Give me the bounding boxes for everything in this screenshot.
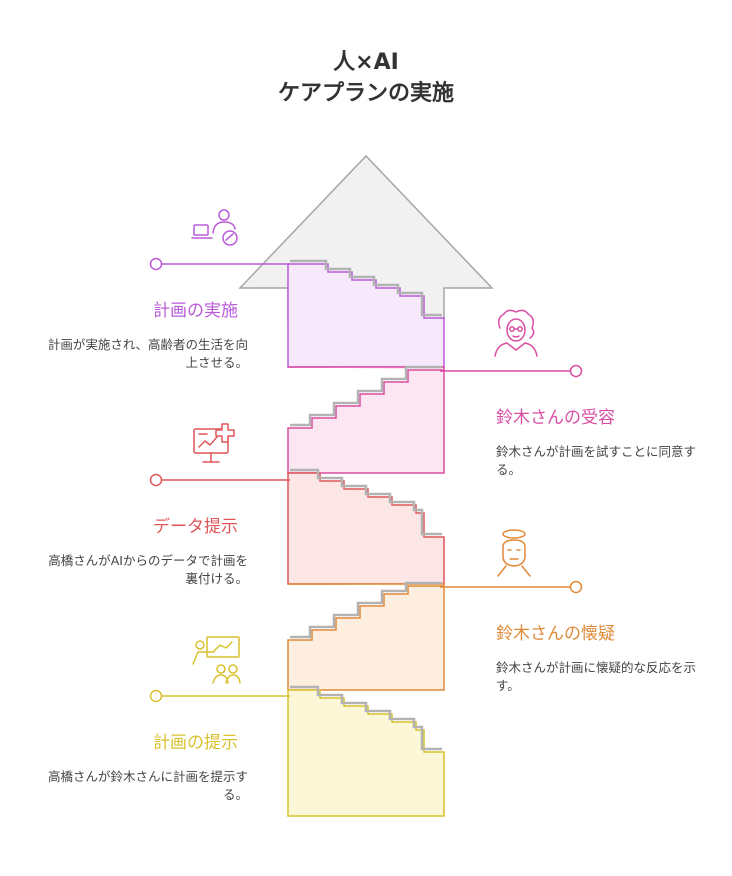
page-title-line2: ケアプランの実施: [277, 81, 454, 106]
section-suzuki-skepticism: [287, 583, 445, 691]
connector-data-presentation: [149, 473, 290, 487]
step-title-data-presentation: データ提示: [153, 517, 238, 537]
step-title-suzuki-acceptance: 鈴木さんの受容: [496, 408, 615, 428]
step-desc-data-presentation: 高橋さんがAIからのデータで計画を裏付ける。: [48, 553, 248, 586]
section-suzuki-acceptance: [287, 366, 445, 474]
connector-plan-execution: [149, 257, 290, 271]
section-plan-execution: [287, 263, 445, 368]
connector-suzuki-skepticism: [440, 580, 583, 594]
skeptical-person-icon: [497, 529, 531, 577]
stair-edges: [290, 259, 442, 751]
connector-suzuki-acceptance: [440, 364, 583, 378]
page-title-line1: 人×AI: [333, 50, 399, 75]
step-desc-plan-presentation: 高橋さんが鈴木さんに計画を提示する。: [47, 769, 248, 802]
presentation-icon: [192, 636, 241, 684]
person-with-laptop-icon: [191, 209, 238, 246]
elderly-woman-icon: [494, 309, 538, 357]
step-desc-suzuki-skepticism: 鈴木さんが計画に懐疑的な反応を示す。: [496, 660, 697, 693]
step-title-plan-presentation: 計画の提示: [153, 733, 238, 753]
step-title-suzuki-skepticism: 鈴木さんの懐疑: [496, 624, 615, 644]
connector-plan-presentation: [149, 689, 290, 703]
step-desc-suzuki-acceptance: 鈴木さんが計画を試すことに同意する。: [496, 444, 697, 477]
section-plan-presentation: [287, 689, 445, 817]
step-title-plan-execution: 計画の実施: [153, 301, 238, 321]
step-desc-plan-execution: 計画が実施され、高齢者の生活を向上させる。: [47, 337, 248, 370]
section-data-presentation: [287, 472, 445, 585]
data-monitor-icon: [193, 423, 235, 463]
